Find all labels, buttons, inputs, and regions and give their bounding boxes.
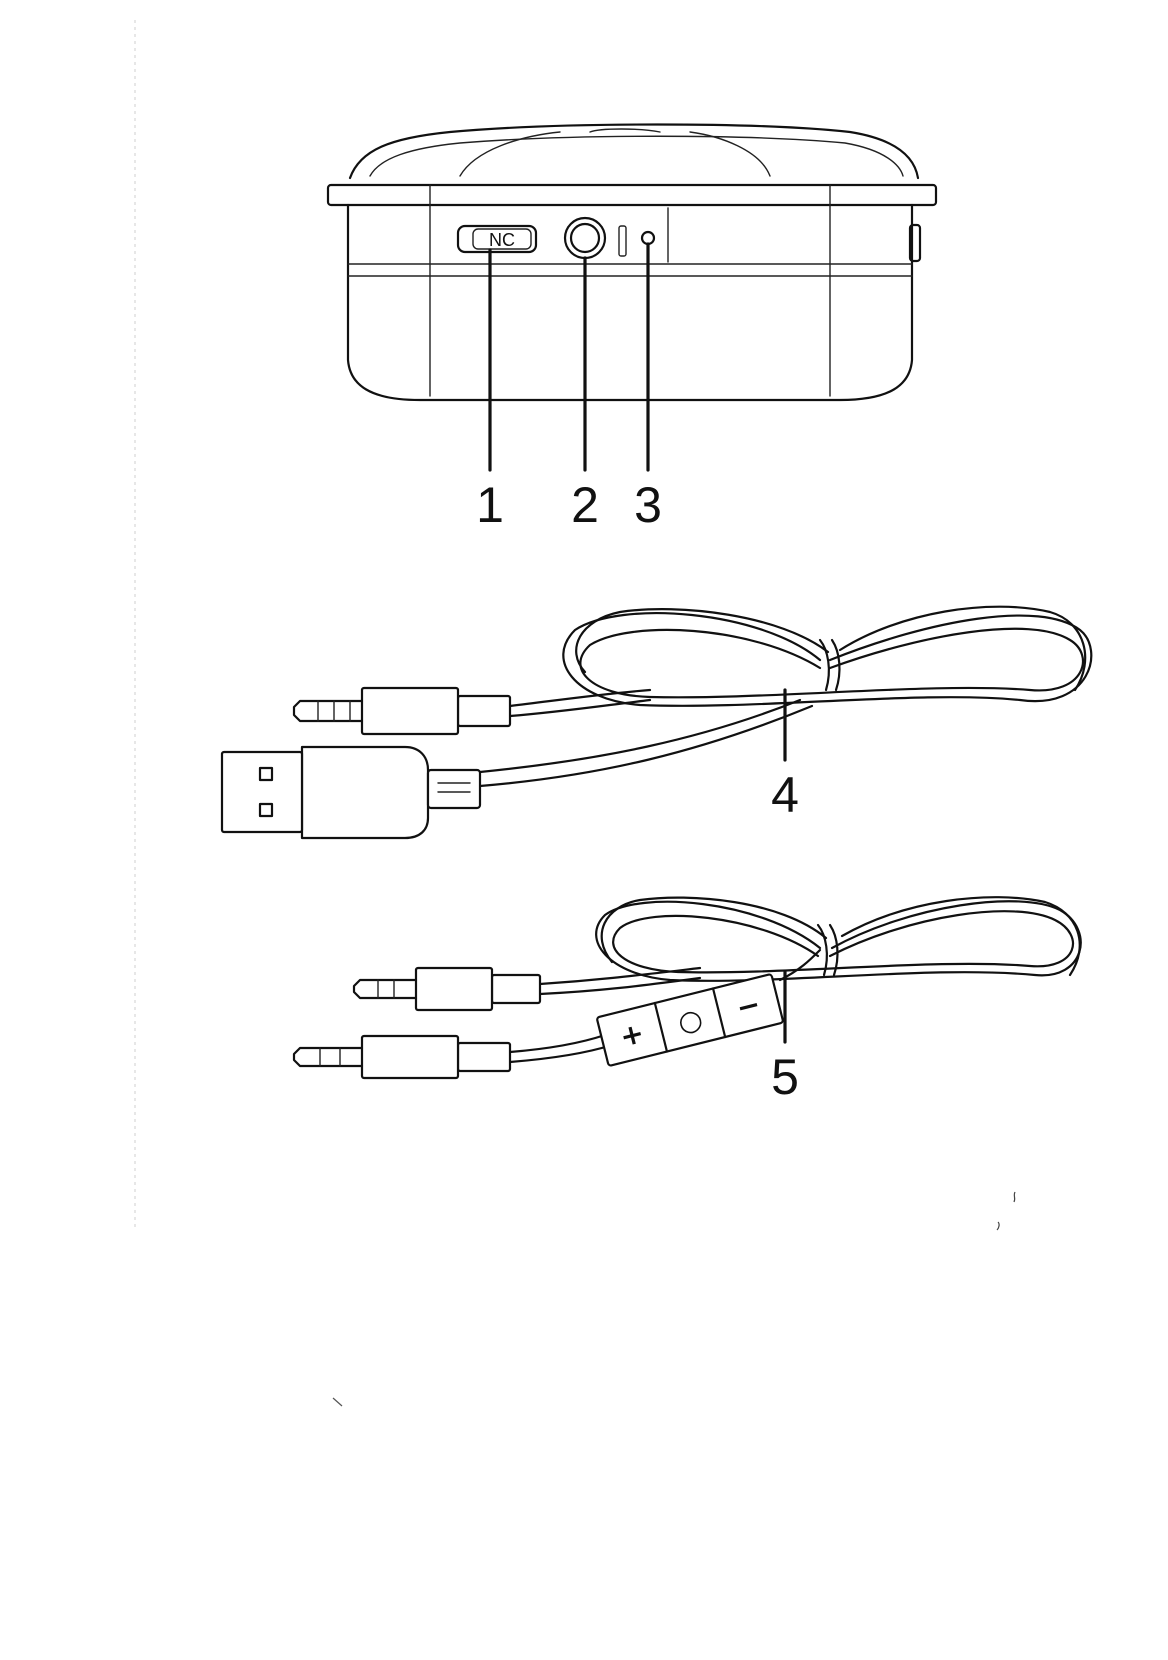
led-indicator — [642, 232, 654, 244]
usb-plug-overmold — [302, 747, 428, 838]
scan-mark-2 — [997, 1222, 999, 1230]
cable-5-lead-top-b — [540, 978, 700, 994]
earcup-rim — [328, 185, 936, 205]
audio-jack-inner — [571, 224, 599, 252]
earcup-cushion-inner — [370, 136, 903, 176]
usb-port-slot — [619, 226, 626, 256]
plug-4-body — [362, 688, 458, 734]
plug-5a-pin — [354, 980, 416, 998]
audio-jack — [565, 218, 605, 258]
plug-4-strain — [458, 696, 510, 726]
earcup-dome-line-right — [690, 132, 770, 176]
cable-4-usb-plug — [222, 747, 480, 838]
earcup-body — [348, 205, 912, 400]
cable-4-coil-d — [840, 607, 1085, 690]
scan-mark-1 — [1014, 1192, 1015, 1202]
callout-1: 1 — [476, 477, 504, 533]
earcup-dome-top — [590, 129, 660, 132]
usb-audio-cable-illustration: 4 — [222, 607, 1091, 838]
cable-4-audio-plug — [294, 688, 510, 734]
usb-plug-metal — [222, 752, 302, 832]
nc-switch-label: NC — [489, 230, 515, 250]
plug-4-pin — [294, 701, 362, 721]
cable-5-audio-plug-bottom — [294, 1036, 510, 1078]
cable-5-lead-bottom-a — [510, 1035, 605, 1052]
cable-5-lead-bottom-b — [510, 1045, 612, 1062]
headphone-earcup-illustration: NC 1 2 3 — [328, 125, 936, 534]
nc-switch: NC — [458, 226, 536, 252]
scan-mark-3 — [333, 1398, 342, 1406]
callout-4: 4 — [771, 767, 799, 823]
plug-5b-pin — [294, 1048, 362, 1066]
callout-3: 3 — [634, 477, 662, 533]
callout-5: 5 — [771, 1049, 799, 1105]
plug-5b-strain — [458, 1043, 510, 1071]
plug-5a-body — [416, 968, 492, 1010]
inline-remote-cable-illustration: + ○ − 5 — [294, 897, 1081, 1105]
earcup-cushion-top — [350, 125, 918, 179]
callout-2: 2 — [571, 477, 599, 533]
plug-5b-body — [362, 1036, 458, 1078]
usb-plug-strain — [428, 770, 480, 808]
cable-5-audio-plug-top — [354, 968, 540, 1010]
plug-5a-strain — [492, 975, 540, 1003]
